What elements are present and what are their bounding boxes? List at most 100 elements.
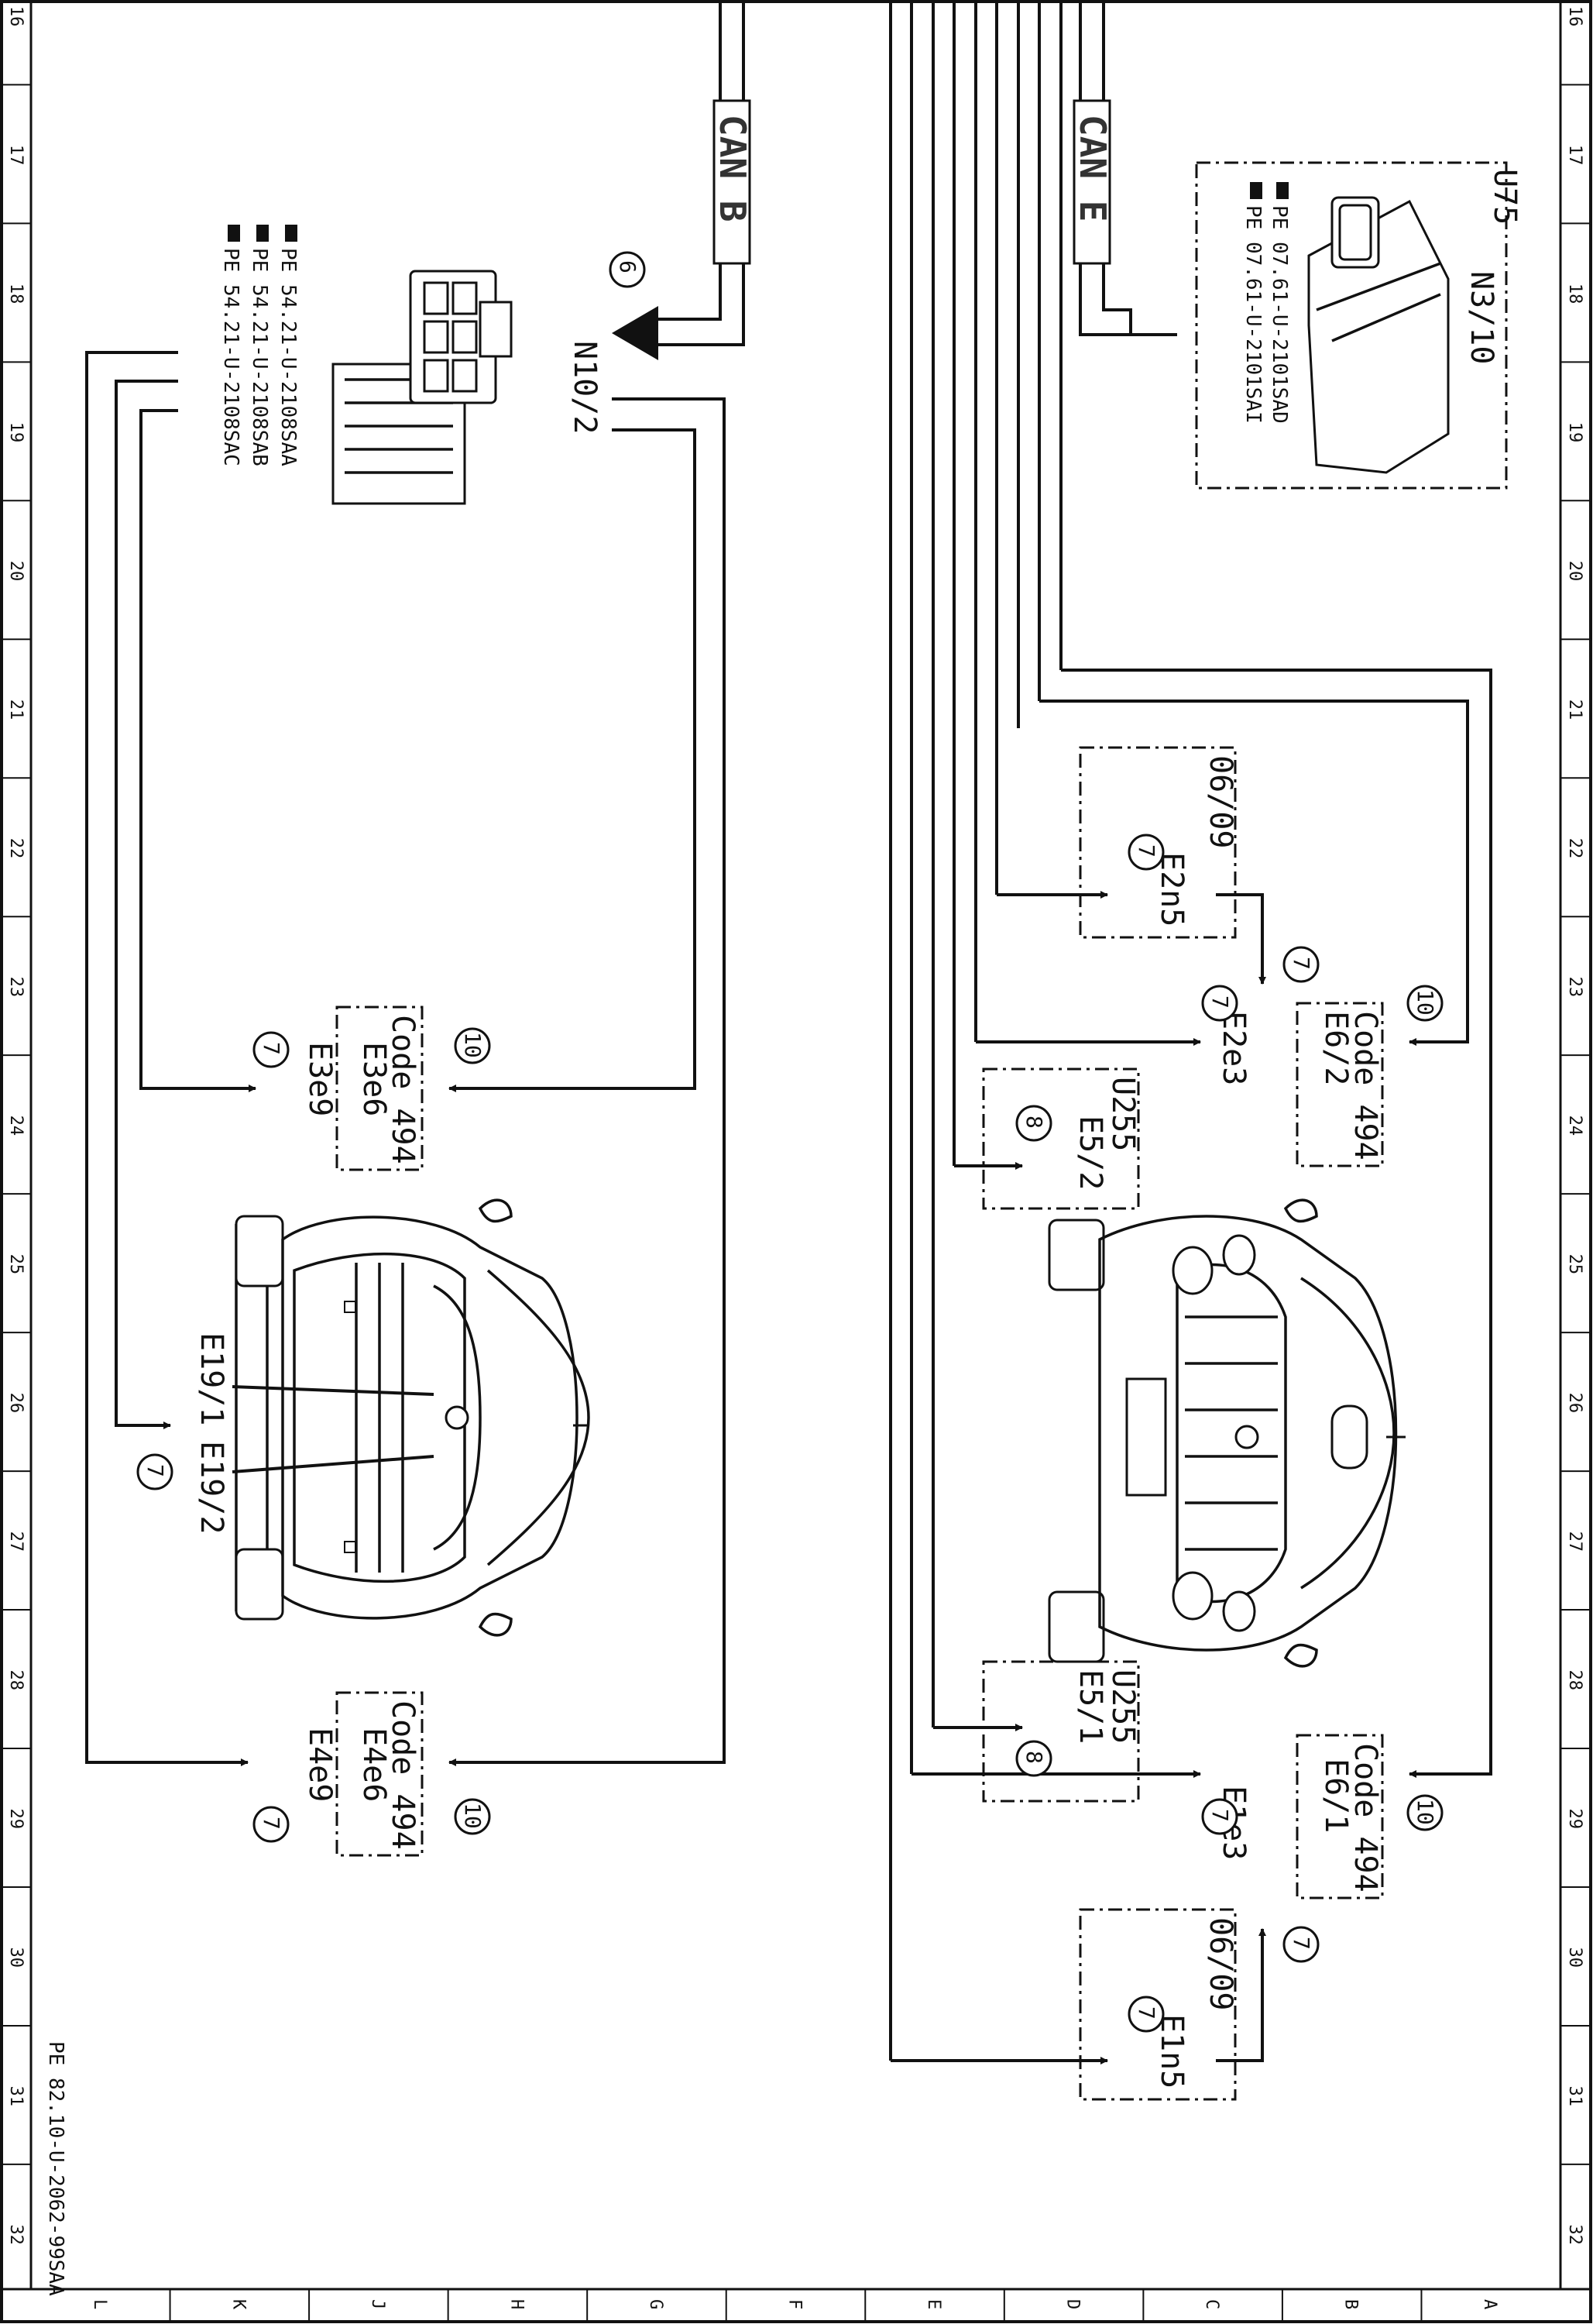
ruler-row-label: 26 [1565, 1393, 1584, 1414]
marker-7-e1e3-lower: 7 [1282, 1926, 1320, 1963]
svg-text:PE 54.21-U-2108SAA: PE 54.21-U-2108SAA [276, 248, 300, 466]
ruler-row-label: 24 [1565, 1116, 1584, 1136]
marker-7-e4e9: 7 [252, 1806, 290, 1843]
ruler-row-label: 16 [6, 6, 26, 27]
ruler-row-label: 30 [6, 1947, 26, 1968]
svg-text:Code 494: Code 494 [1348, 1011, 1383, 1160]
svg-text:Code 494: Code 494 [385, 1015, 421, 1164]
svg-text:7: 7 [259, 1042, 284, 1055]
svg-text:7: 7 [1134, 2006, 1159, 2020]
svg-text:6: 6 [615, 260, 640, 273]
ruler-row-label: 23 [1565, 977, 1584, 998]
n10-2-label: N10/2 [567, 341, 603, 434]
can-b-label: CAN B [712, 115, 754, 222]
ruler-col-label: H [506, 2299, 526, 2309]
ruler-row-label: 31 [1565, 2085, 1584, 2106]
drawing-id: PE 82.10-U-2062-99SAA [44, 2041, 67, 2296]
code-494-box-e4e6: Code 494 E4e6 [335, 1691, 424, 1857]
code-494-box-e6-2: Code 494 E6/2 [1296, 1002, 1384, 1167]
svg-text:06/09: 06/09 [1203, 1917, 1238, 2010]
ruler-row-label: 19 [6, 422, 26, 443]
ruler-row-label: 22 [1565, 838, 1584, 859]
ruler-row-label: 31 [6, 2085, 26, 2106]
ruler-row-label: 17 [6, 145, 26, 166]
e19-2-label: E19/2 [194, 1441, 229, 1534]
marker-10-e6-1: 10 [1406, 1794, 1444, 1831]
ruler-col-label: E [924, 2299, 943, 2309]
ruler-row-label: 24 [6, 1116, 26, 1136]
svg-text:10: 10 [1413, 1799, 1438, 1825]
svg-text:E6/1: E6/1 [1318, 1758, 1354, 1833]
ruler-col-label: A [1480, 2299, 1499, 2309]
ruler-col-label: D [1063, 2299, 1083, 2309]
marker-7-e2e3: 7 [1201, 985, 1238, 1022]
ruler-row-label: 32 [1565, 2224, 1584, 2245]
svg-text:PE 54.21-U-2108SAC: PE 54.21-U-2108SAC [219, 248, 242, 466]
marker-10-e3: 10 [454, 1027, 491, 1064]
car-left-front-view [235, 1198, 590, 1637]
ruler-row-label: 23 [6, 977, 26, 998]
ruler-col-label: J [368, 2299, 387, 2309]
right-wiring [891, 669, 1492, 2064]
e5-2-label: E5/2 [1073, 1116, 1108, 1190]
e19-1-label: E19/1 [194, 1332, 229, 1425]
svg-text:7: 7 [1289, 957, 1314, 970]
marker-10-e4: 10 [454, 1798, 491, 1835]
svg-text:10: 10 [460, 1032, 486, 1058]
svg-text:PE 54.21-U-2108SAB: PE 54.21-U-2108SAB [248, 248, 271, 466]
ruler-row-label: 27 [6, 1532, 26, 1552]
svg-text:U255: U255 [1105, 1669, 1141, 1744]
ruler-row-label: 20 [1565, 561, 1584, 582]
ruler-row-label: 25 [1565, 1254, 1584, 1275]
code-494-box-e3e6: Code 494 E3e6 [335, 1006, 424, 1171]
ruler-col-label: F [785, 2299, 805, 2309]
marker-7-e19: 7 [136, 1453, 173, 1490]
svg-text:Code 494: Code 494 [1348, 1743, 1383, 1893]
svg-text:7: 7 [1289, 1937, 1314, 1950]
u255-box-e5-2: U255 E5/2 8 [982, 1067, 1141, 1210]
marker-7-e2e3-upper: 7 [1282, 946, 1320, 983]
svg-text:PE 07.61-U-2101SAD: PE 07.61-U-2101SAD [1268, 205, 1291, 424]
ruler-row-label: 25 [6, 1254, 26, 1275]
svg-text:7: 7 [1207, 1809, 1233, 1822]
e2n5-label: E2n5 [1154, 852, 1190, 927]
ruler-col-label: K [228, 2299, 248, 2310]
n3-10-box: U75 N3/10 PE 07.61-U-2101SAD PE 07.61-U-… [1195, 161, 1523, 490]
svg-text:7: 7 [259, 1817, 284, 1830]
e19-leaders [232, 1385, 434, 1473]
svg-text:E3e6: E3e6 [356, 1042, 392, 1116]
svg-text:06/09: 06/09 [1203, 755, 1238, 848]
u255-box-e5-1: U255 E5/1 8 [982, 1660, 1141, 1803]
e4e9-label: E4e9 [302, 1728, 338, 1802]
n10-2-module [331, 270, 513, 505]
ruler-row-label: 21 [6, 700, 26, 720]
svg-text:7: 7 [1207, 995, 1233, 1009]
n10-2-pe-refs: PE 54.21-U-2108SAA PE 54.21-U-2108SAB PE… [219, 225, 300, 466]
ruler-col-label: C [1202, 2299, 1221, 2309]
ruler-row-label: 20 [6, 561, 26, 582]
e2e3-label: E2e3 [1216, 1011, 1251, 1085]
ruler-col-label: L [90, 2299, 109, 2309]
ruler-row-label: 18 [1565, 284, 1584, 304]
ruler-row-label: 30 [1565, 1947, 1584, 1968]
marker-6: 6 [609, 251, 646, 288]
ruler-row-label: 29 [6, 1809, 26, 1830]
can-e-label: CAN E [1072, 115, 1114, 222]
ruler-row-label: 32 [6, 2224, 26, 2245]
ruler-row-label: 28 [1565, 1670, 1584, 1691]
ruler-col-label: G [646, 2299, 665, 2309]
svg-text:PE 07.61-U-2101SAI: PE 07.61-U-2101SAI [1241, 205, 1265, 424]
svg-text:8: 8 [1021, 1751, 1047, 1764]
e3e9-label: E3e9 [302, 1042, 338, 1116]
svg-text:E4e6: E4e6 [356, 1728, 392, 1802]
marker-7-e1e3: 7 [1201, 1798, 1238, 1835]
svg-text:7: 7 [142, 1464, 168, 1477]
svg-text:7: 7 [1134, 844, 1159, 858]
can-e-bus: CAN E [889, 2, 1177, 2061]
svg-text:E6/2: E6/2 [1318, 1011, 1354, 1085]
e1n5-box: 06/09 E1n5 7 [1079, 1908, 1238, 2101]
svg-text:U255: U255 [1105, 1077, 1141, 1151]
